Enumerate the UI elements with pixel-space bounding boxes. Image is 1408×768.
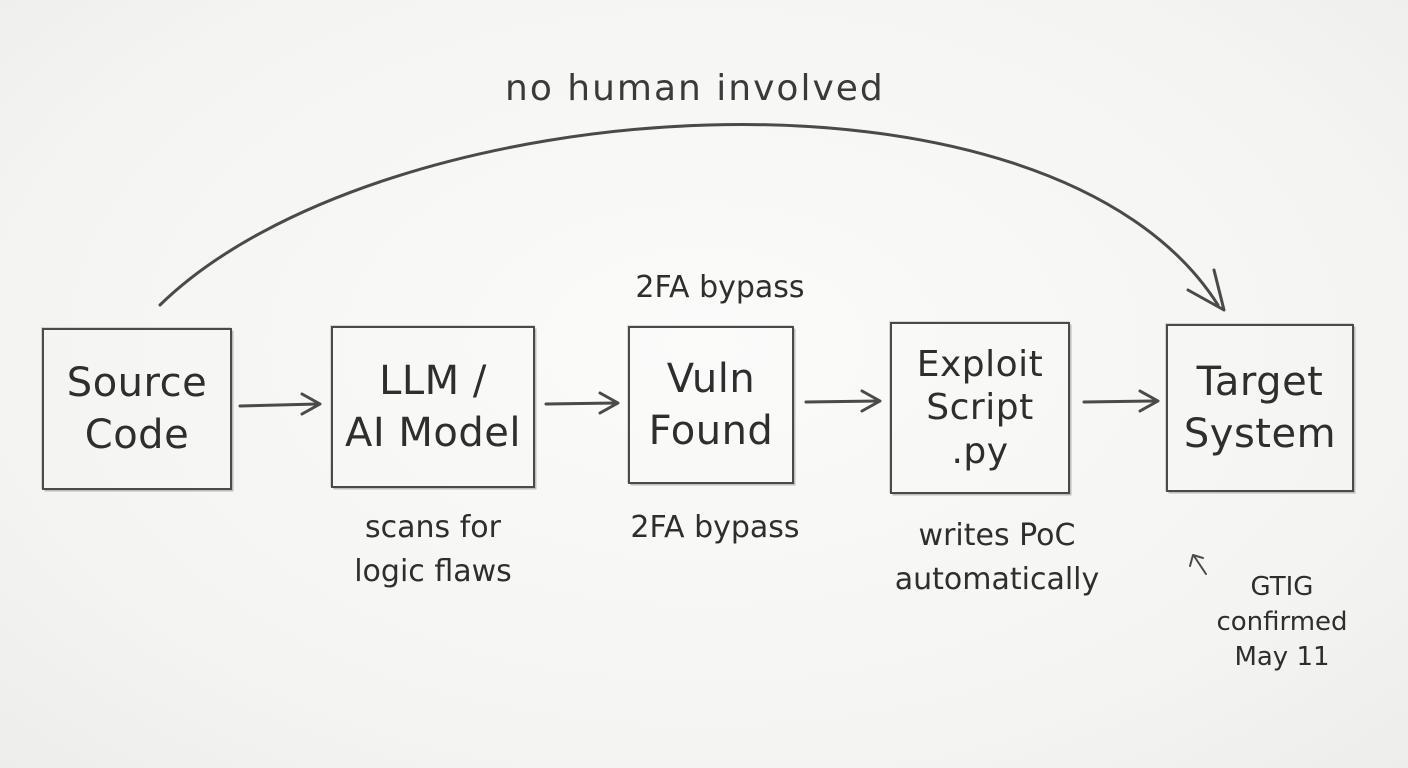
node-llm-ai-model: LLM / AI Model	[331, 326, 535, 488]
arc-label: no human involved	[505, 68, 885, 109]
note-target-below: GTIG confirmed May 11	[1216, 572, 1348, 673]
arrow-vuln-to-exploit	[804, 389, 882, 413]
arrow-source-to-llm	[238, 392, 322, 416]
node-target-system-label: Target System	[1183, 359, 1337, 457]
node-target-system: Target System	[1166, 324, 1354, 492]
gtig-pointer	[1189, 554, 1207, 575]
note-vuln-below: 2FA bypass	[630, 510, 800, 545]
arc-arrowhead	[1186, 268, 1226, 312]
node-exploit-script-label: Exploit Script .py	[916, 344, 1044, 472]
node-exploit-script: Exploit Script .py	[890, 322, 1070, 494]
note-llm-below: scans for logic flaws	[354, 510, 512, 589]
node-vuln-found-label: Vuln Found	[648, 356, 774, 454]
arrow-exploit-to-target	[1082, 389, 1160, 413]
node-vuln-found: Vuln Found	[628, 326, 794, 484]
note-vuln-top: 2FA bypass	[635, 270, 805, 305]
node-source-code: Source Code	[42, 328, 232, 490]
arrow-llm-to-vuln	[544, 391, 620, 415]
node-llm-ai-model-label: LLM / AI Model	[345, 358, 521, 456]
arc-arrow-source-to-target	[158, 123, 1220, 307]
note-exploit-below: writes PoC automatically	[894, 518, 1100, 597]
node-source-code-label: Source Code	[66, 360, 208, 458]
